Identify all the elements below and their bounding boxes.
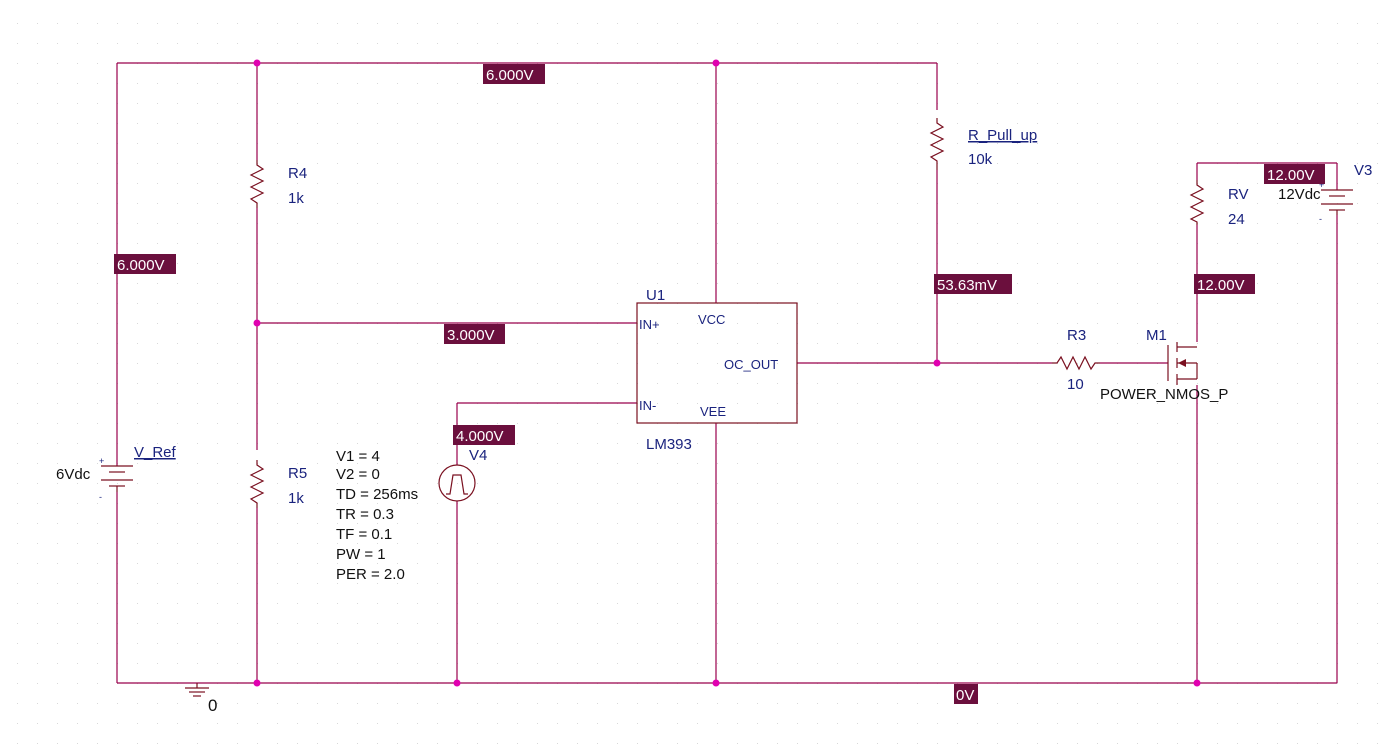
dc-source-v-ref[interactable]: + - V_Ref 6Vdc [56,444,177,502]
voltage-tag-ground-rail: 0V [954,684,978,704]
svg-text:VCC: VCC [698,312,725,327]
resistor-r3[interactable]: R3 10 [1052,327,1100,393]
svg-text:+: + [99,456,104,466]
comparator-u1[interactable]: U1 IN+ IN- VCC VEE OC_OUT LM393 [636,287,798,453]
svg-text:10: 10 [1067,376,1084,393]
voltage-tag-top-rail: 6.000V [483,64,545,84]
svg-text:R5: R5 [288,465,307,482]
svg-text:6Vdc: 6Vdc [56,466,91,483]
resistor-r5[interactable]: R5 1k [249,460,307,508]
svg-text:+: + [1319,180,1324,190]
svg-text:12Vdc: 12Vdc [1278,186,1321,203]
v4-param-v2: V2 = 0 [336,466,380,483]
voltage-tag-divider: 3.000V [444,324,505,344]
svg-text:0V: 0V [956,687,974,704]
v4-param-pw: PW = 1 [336,546,386,563]
voltage-tag-vref: 6.000V [114,254,176,274]
resistor-rv[interactable]: RV 24 [1189,180,1249,228]
svg-text:POWER_NMOS_P: POWER_NMOS_P [1100,386,1228,403]
svg-text:1k: 1k [288,490,304,507]
v4-param-tf: TF = 0.1 [336,526,392,543]
svg-text:12.00V: 12.00V [1267,167,1315,184]
pulse-source-v4[interactable]: V4 V1 = 4 V2 = 0 TD = 256ms TR = 0.3 TF … [336,447,487,583]
svg-text:6.000V: 6.000V [117,257,165,274]
voltage-tag-v4: 4.000V [453,425,515,445]
resistor-r-pull-up[interactable]: R_Pull_up 10k [929,118,1037,170]
svg-text:U1: U1 [646,287,665,304]
svg-text:4.000V: 4.000V [456,428,504,445]
junctions [253,59,1201,687]
svg-text:V3: V3 [1354,162,1372,179]
v4-param-td: TD = 256ms [336,486,418,503]
background-grid [17,23,1378,744]
resistor-r4[interactable]: R4 1k [249,160,307,208]
svg-text:IN+: IN+ [639,317,660,332]
svg-text:V_Ref: V_Ref [134,444,177,461]
svg-text:RV: RV [1228,186,1249,203]
svg-text:-: - [1319,214,1322,224]
svg-text:VEE: VEE [700,404,726,419]
svg-text:LM393: LM393 [646,436,692,453]
svg-text:3.000V: 3.000V [447,327,495,344]
svg-text:1k: 1k [288,190,304,207]
svg-text:OC_OUT: OC_OUT [724,357,778,372]
svg-text:IN-: IN- [639,398,656,413]
svg-text:0: 0 [208,696,217,715]
svg-text:-: - [99,492,102,502]
svg-text:12.00V: 12.00V [1197,277,1245,294]
svg-text:53.63mV: 53.63mV [937,277,997,294]
v4-param-tr: TR = 0.3 [336,506,394,523]
voltage-tag-comparator-out: 53.63mV [934,274,1012,294]
svg-text:R3: R3 [1067,327,1086,344]
svg-text:R_Pull_up: R_Pull_up [968,127,1037,144]
svg-text:V4: V4 [469,447,487,464]
voltage-tag-drain: 12.00V [1194,274,1255,294]
nmos-m1[interactable]: M1 POWER_NMOS_P [1100,327,1228,403]
voltage-tag-v3: 12.00V [1264,164,1325,184]
svg-text:6.000V: 6.000V [486,67,534,84]
svg-text:10k: 10k [968,151,993,168]
svg-text:24: 24 [1228,211,1245,228]
wires [116,62,1338,684]
dc-source-v3[interactable]: + - V3 12Vdc [1278,162,1372,224]
ground-symbol: 0 [185,683,217,715]
svg-text:R4: R4 [288,165,307,182]
v4-param-v1: V1 = 4 [336,448,380,465]
v4-param-per: PER = 2.0 [336,566,405,583]
svg-text:M1: M1 [1146,327,1167,344]
